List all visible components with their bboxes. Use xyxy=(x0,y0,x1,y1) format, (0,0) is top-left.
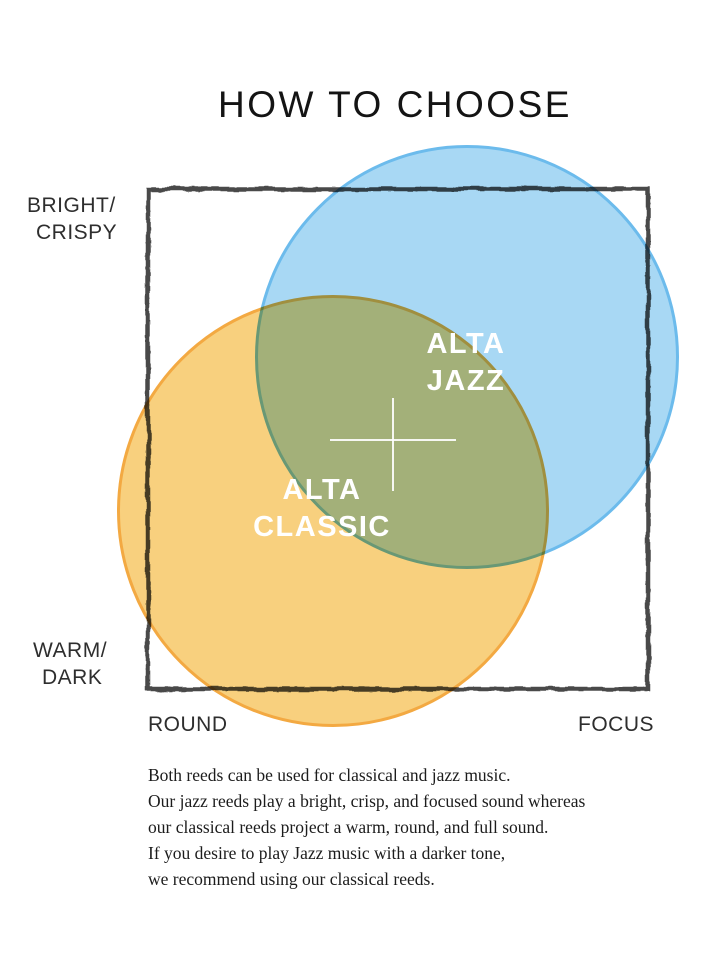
page-title: HOW TO CHOOSE xyxy=(218,84,572,125)
alta-classic-label-line: ALTA xyxy=(282,474,362,506)
alta-classic-label-line: CLASSIC xyxy=(253,511,391,543)
description-line: If you desire to play Jazz music with a … xyxy=(148,843,506,863)
axis-label-line: BRIGHT/ xyxy=(27,194,116,217)
alta-classic-label: ALTA CLASSIC xyxy=(222,472,422,546)
axis-label-round: ROUND xyxy=(148,713,228,736)
description-line: we recommend using our classical reeds. xyxy=(148,869,435,889)
description-text: Both reeds can be used for classical and… xyxy=(148,762,585,892)
alta-jazz-label-line: ALTA xyxy=(426,328,506,360)
axis-label-line: DARK xyxy=(42,666,103,689)
description-line: our classical reeds project a warm, roun… xyxy=(148,817,549,837)
axis-label-line: WARM/ xyxy=(33,639,108,662)
axis-label-focus: FOCUS xyxy=(578,713,654,736)
classic-reed-circle xyxy=(117,295,549,727)
description-line: Our jazz reeds play a bright, crisp, and… xyxy=(148,791,586,811)
alta-jazz-label: ALTA JAZZ xyxy=(366,326,566,400)
axis-label-bright-crispy: BRIGHT/ CRISPY xyxy=(27,192,117,246)
axis-label-line: CRISPY xyxy=(36,221,118,244)
alta-jazz-label-line: JAZZ xyxy=(426,365,506,397)
axis-label-warm-dark: WARM/ DARK xyxy=(33,637,107,691)
crosshair-vertical-line xyxy=(392,398,394,491)
description-line: Both reeds can be used for classical and… xyxy=(148,765,511,785)
